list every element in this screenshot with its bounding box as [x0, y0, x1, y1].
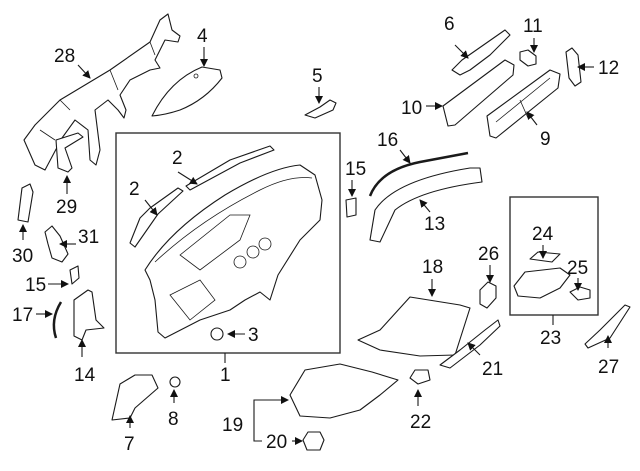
callout-31[interactable]: 31	[78, 227, 99, 248]
leader-lines	[19, 38, 612, 445]
part-5-clip[interactable]	[304, 99, 337, 119]
part-19-bracket-assembly[interactable]	[289, 363, 399, 419]
part-24-pad[interactable]	[529, 251, 561, 263]
callout-22[interactable]: 22	[410, 412, 431, 433]
part-7-bracket[interactable]	[111, 374, 159, 421]
part-4-hole	[193, 73, 199, 79]
part-11-fastener[interactable]	[519, 49, 537, 67]
callout-15b[interactable]: 15	[25, 275, 46, 296]
callout-29[interactable]: 29	[56, 197, 77, 218]
callout-21[interactable]: 21	[482, 359, 503, 380]
part-25-switch[interactable]	[569, 286, 591, 301]
callout-labels: 1 2 2 3 4 5 6 7 8 9 10 11 12 13 14 15 15…	[12, 14, 619, 455]
part-14-side-panel[interactable]	[73, 289, 105, 341]
part-15-clip-upper[interactable]	[345, 197, 357, 218]
part-8-grommet[interactable]	[169, 376, 181, 388]
callout-18[interactable]: 18	[422, 257, 443, 278]
part-13-defroster-panel[interactable]	[369, 167, 483, 243]
part-16-seal-strip[interactable]	[368, 151, 469, 197]
callout-10[interactable]: 10	[401, 98, 422, 119]
callout-15a[interactable]: 15	[345, 159, 366, 180]
part-6-duct[interactable]	[451, 29, 511, 76]
callout-20[interactable]: 20	[266, 432, 287, 453]
part-23-storage-tray[interactable]	[513, 267, 571, 299]
part-26-bracket[interactable]	[479, 281, 497, 309]
callout-16[interactable]: 16	[377, 130, 398, 151]
callout-19[interactable]: 19	[222, 415, 243, 436]
part-20-block[interactable]	[302, 431, 325, 451]
callout-17[interactable]: 17	[12, 305, 33, 326]
callout-30[interactable]: 30	[12, 246, 33, 267]
part-1-instrument-panel[interactable]	[144, 164, 323, 339]
part-2-strip-right[interactable]	[185, 145, 275, 191]
callout-2a[interactable]: 2	[172, 148, 183, 169]
callout-26[interactable]: 26	[478, 244, 499, 265]
part-15-clip-lower[interactable]	[69, 265, 80, 285]
callout-12[interactable]: 12	[598, 58, 619, 79]
callout-3[interactable]: 3	[248, 325, 259, 346]
part-22-block[interactable]	[409, 369, 431, 385]
part-17-strip[interactable]	[52, 301, 63, 339]
callout-25[interactable]: 25	[567, 258, 588, 279]
callout-28[interactable]: 28	[54, 46, 75, 67]
group-box-instrument-panel	[115, 132, 341, 354]
part-29-bracket[interactable]	[55, 132, 84, 173]
part-12-bracket[interactable]	[565, 47, 582, 87]
callout-7[interactable]: 7	[124, 434, 135, 455]
callout-23[interactable]: 23	[540, 328, 561, 349]
callout-8[interactable]: 8	[168, 409, 179, 430]
callout-9[interactable]: 9	[540, 129, 551, 150]
callout-1[interactable]: 1	[220, 365, 231, 386]
part-10-vent-frame[interactable]	[442, 59, 515, 127]
part-28-cross-car-beam[interactable]	[23, 13, 181, 171]
part-3-grommet[interactable]	[210, 327, 224, 341]
callout-2b[interactable]: 2	[129, 179, 140, 200]
callout-6[interactable]: 6	[444, 14, 455, 35]
part-2-strip-left[interactable]	[129, 187, 184, 248]
part-18-glove-box[interactable]	[357, 296, 471, 357]
callout-4[interactable]: 4	[197, 26, 208, 47]
callout-27[interactable]: 27	[598, 357, 619, 378]
part-4-trim-panel[interactable]	[151, 66, 223, 117]
callout-5[interactable]: 5	[312, 66, 323, 87]
callout-24[interactable]: 24	[532, 224, 554, 245]
callout-13[interactable]: 13	[424, 214, 445, 235]
part-30-bracket[interactable]	[17, 183, 34, 223]
part-31-bracket[interactable]	[44, 225, 69, 263]
callout-14[interactable]: 14	[74, 365, 96, 386]
group-box-storage	[509, 196, 599, 316]
callout-11[interactable]: 11	[523, 16, 543, 37]
part-27-trim[interactable]	[584, 304, 631, 349]
part-9-vent-grille[interactable]	[486, 69, 561, 139]
